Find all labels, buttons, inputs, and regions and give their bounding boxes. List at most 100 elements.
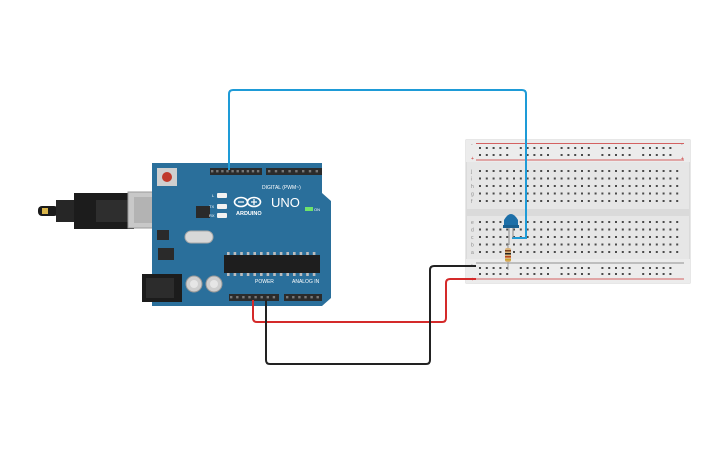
rail-hole bbox=[499, 273, 502, 275]
breadboard-hole bbox=[553, 185, 556, 187]
breadboard-hole bbox=[547, 177, 549, 180]
chip-pin bbox=[253, 252, 256, 255]
breadboard-hole bbox=[587, 228, 590, 231]
breadboard-hole bbox=[513, 192, 515, 195]
breadboard-hole bbox=[526, 192, 529, 195]
usb-plug-pin bbox=[42, 208, 48, 214]
rail-hole bbox=[669, 147, 672, 149]
header-pin bbox=[260, 296, 263, 299]
breadboard-hole bbox=[642, 177, 645, 180]
rail-hole bbox=[655, 154, 658, 156]
breadboard-hole bbox=[635, 170, 638, 172]
breadboard-hole bbox=[574, 185, 577, 187]
rail-hole bbox=[621, 273, 624, 275]
breadboard-hole bbox=[499, 251, 502, 253]
analog-label: ANALOG IN bbox=[292, 279, 320, 285]
breadboard-hole bbox=[506, 243, 509, 246]
rail-hole bbox=[574, 147, 577, 149]
ground-wire[interactable] bbox=[265, 265, 476, 365]
breadboard-hole bbox=[642, 228, 645, 231]
blue-led[interactable] bbox=[503, 214, 519, 245]
breadboard-hole bbox=[519, 221, 522, 223]
header-pin bbox=[242, 296, 245, 299]
breadboard-hole bbox=[669, 243, 672, 246]
breadboard-hole bbox=[533, 228, 536, 231]
breadboard-hole bbox=[676, 243, 679, 246]
breadboard-hole bbox=[513, 170, 515, 172]
on-label: ON bbox=[314, 207, 320, 212]
breadboard-hole bbox=[560, 243, 563, 246]
breadboard-hole bbox=[649, 221, 651, 223]
breadboard-hole bbox=[492, 192, 495, 195]
resistor[interactable] bbox=[505, 244, 511, 270]
breadboard-hole bbox=[519, 243, 522, 246]
chip-pin bbox=[233, 252, 237, 255]
reset-button[interactable] bbox=[162, 172, 172, 182]
rail-hole bbox=[587, 267, 590, 269]
breadboard-hole bbox=[547, 192, 549, 195]
breadboard-hole bbox=[506, 177, 509, 180]
breadboard-hole bbox=[540, 221, 543, 223]
breadboard-hole bbox=[649, 236, 651, 238]
header-pin bbox=[315, 170, 318, 173]
breadboard-hole bbox=[669, 192, 672, 195]
breadboard-hole bbox=[574, 251, 577, 253]
breadboard-hole bbox=[635, 236, 638, 238]
breadboard-hole bbox=[485, 221, 488, 223]
breadboard-hole bbox=[587, 236, 590, 238]
breadboard-hole bbox=[560, 177, 563, 180]
chip-pin bbox=[227, 252, 230, 255]
rail-hole bbox=[587, 147, 590, 149]
breadboard-hole bbox=[662, 185, 665, 187]
breadboard-hole bbox=[676, 228, 679, 231]
rail-hole bbox=[608, 147, 611, 149]
arduino-uno-board[interactable]: DIGITAL (PWM~) L TX RX ARDUINO UNO ON bbox=[38, 163, 331, 306]
breadboard-hole bbox=[594, 236, 597, 238]
breadboard-hole bbox=[540, 200, 543, 202]
row-letter: g bbox=[471, 192, 474, 198]
rail-hole bbox=[621, 147, 624, 149]
breadboard-hole bbox=[628, 170, 631, 172]
breadboard-hole bbox=[594, 251, 597, 253]
signal-wire[interactable] bbox=[228, 89, 527, 239]
breadboard-hole bbox=[540, 243, 543, 246]
rail-hole bbox=[581, 154, 583, 156]
breadboard-hole bbox=[499, 200, 502, 202]
crystal-oscillator bbox=[184, 230, 214, 244]
breadboard-hole bbox=[615, 177, 617, 180]
power-wire[interactable] bbox=[252, 278, 476, 323]
power-label: POWER bbox=[255, 279, 274, 285]
breadboard-hole bbox=[513, 243, 515, 246]
rail-hole bbox=[615, 147, 617, 149]
header-pin bbox=[231, 170, 234, 173]
rail-hole bbox=[567, 273, 570, 275]
header-pin bbox=[221, 170, 224, 173]
rail-hole bbox=[655, 147, 658, 149]
breadboard-hole bbox=[587, 177, 590, 180]
breadboard-hole bbox=[628, 228, 631, 231]
breadboard-hole bbox=[628, 221, 631, 223]
header-pin bbox=[246, 170, 250, 173]
breadboard-hole bbox=[669, 200, 672, 202]
rail-hole bbox=[615, 273, 617, 275]
breadboard-hole bbox=[560, 251, 563, 253]
header-pin bbox=[308, 170, 312, 173]
rail-minus-label-right: - bbox=[681, 142, 683, 148]
rail-hole bbox=[560, 154, 563, 156]
breadboard-holes bbox=[479, 170, 679, 253]
header-pin bbox=[236, 170, 239, 173]
breadboard-hole bbox=[676, 200, 679, 202]
breadboard-hole bbox=[533, 200, 536, 202]
atmega16u2-chip bbox=[196, 206, 210, 218]
chip-pin bbox=[246, 273, 250, 276]
breadboard-hole bbox=[499, 170, 502, 172]
breadboard-hole bbox=[594, 228, 597, 231]
rail-hole bbox=[581, 147, 583, 149]
breadboard-hole bbox=[526, 236, 529, 238]
rail-hole bbox=[519, 154, 522, 156]
breadboard-hole bbox=[621, 251, 624, 253]
header-pin bbox=[272, 296, 276, 299]
breadboard-hole bbox=[615, 251, 617, 253]
breadboard-hole bbox=[560, 192, 563, 195]
